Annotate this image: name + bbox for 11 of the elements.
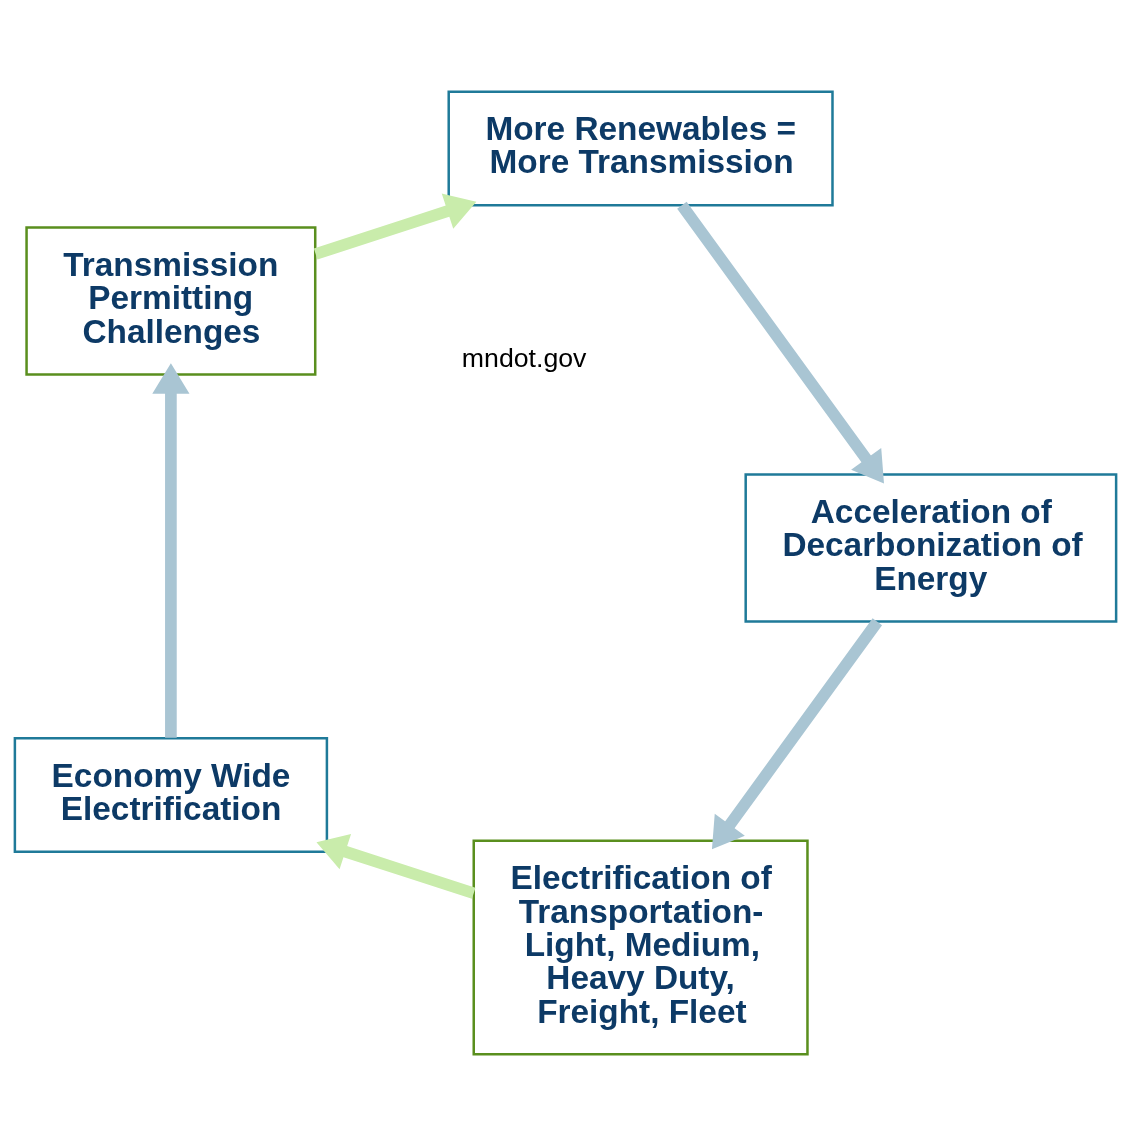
arrow	[677, 201, 884, 484]
arrow	[316, 833, 476, 899]
node-box: Acceleration of Decarbonization of Energy	[744, 473, 1118, 623]
arrow	[313, 193, 477, 260]
arrow	[152, 363, 190, 738]
node-box: Transmission Permitting Challenges	[25, 226, 317, 376]
node-box: More Renewables = More Transmission	[447, 90, 834, 207]
node-box: Electrification of Transportation- Light, Medium, Heavy Duty, Freight, Fleet	[472, 839, 809, 1056]
label: mndot.gov	[461, 343, 587, 374]
arrow	[711, 618, 883, 850]
node-box: Economy Wide Electrification	[13, 736, 329, 853]
